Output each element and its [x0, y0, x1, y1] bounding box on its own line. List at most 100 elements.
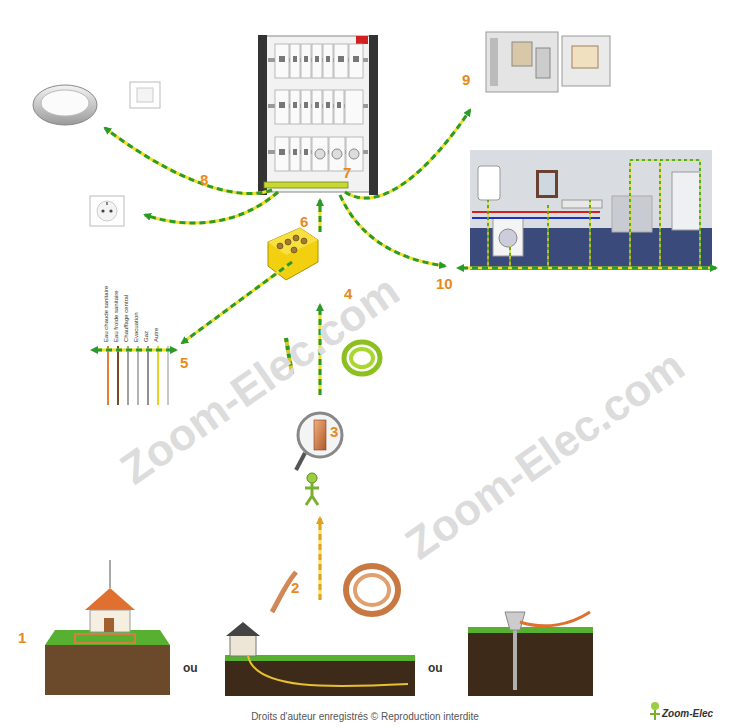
electrical-panel — [293, 56, 297, 62]
earth-terminal — [277, 235, 307, 253]
alternative-word: ou — [428, 662, 443, 675]
logo-figure — [650, 702, 660, 720]
bathroom-scene — [539, 173, 555, 195]
pipe-wires — [167, 346, 169, 405]
callout-number: 5 — [180, 355, 188, 372]
earth-routes — [96, 110, 716, 600]
bonding-boxes — [490, 38, 498, 86]
earth-routes — [182, 262, 292, 343]
electrical-panel — [290, 44, 300, 78]
callout-number: 9 — [462, 72, 470, 89]
pipe-label: Eau froide sanitaire — [113, 290, 120, 342]
inspection-magnifier — [298, 413, 342, 457]
bathroom-scene — [536, 170, 558, 198]
bathroom-scene — [470, 150, 712, 270]
electrical-panel — [349, 149, 359, 159]
earth-terminal — [285, 239, 291, 245]
callout-number: 2 — [291, 580, 299, 597]
earth-terminal — [301, 238, 307, 244]
bonding-boxes — [562, 36, 610, 86]
buried-conductor — [226, 622, 260, 636]
watermark: Zoom-Elec.com — [397, 341, 693, 569]
bathroom-scene — [488, 160, 700, 268]
electrical-panel — [312, 137, 328, 171]
buried-conductor — [248, 656, 408, 686]
electrical-panel — [304, 149, 308, 155]
electrical-panel — [332, 149, 342, 159]
earth-routes — [96, 349, 176, 352]
pipe-label: Chauffage central — [123, 295, 130, 342]
foundation-loop — [110, 560, 111, 588]
electrical-panel — [356, 36, 368, 44]
pipe-wires — [157, 346, 159, 405]
callout-number: 10 — [436, 276, 453, 293]
pipe-wires — [108, 346, 168, 405]
bonding-boxes — [486, 32, 558, 92]
electrical-panel — [258, 35, 267, 195]
electrical-panel — [279, 149, 285, 155]
callout-number: 6 — [300, 214, 308, 231]
earth-routes — [345, 110, 470, 198]
inspection-magnifier — [307, 473, 317, 483]
electrical-panel — [326, 102, 330, 108]
earth-terminal — [293, 235, 299, 241]
electrical-panel — [337, 102, 341, 108]
pipe-wires — [117, 346, 119, 405]
earth-routes — [96, 110, 716, 395]
electrical-panel — [312, 44, 322, 78]
callout-number: 3 — [330, 424, 338, 441]
electrical-panel — [334, 44, 348, 78]
electrical-panel — [275, 44, 363, 171]
earth-routes — [145, 192, 278, 223]
pipe-wires — [147, 346, 149, 405]
earth-rod — [468, 627, 593, 633]
power-socket — [90, 196, 124, 226]
electrical-panel — [353, 56, 359, 62]
alternative-word: ou — [183, 662, 198, 675]
pipe-wires — [137, 346, 139, 405]
foundation-loop — [104, 618, 114, 632]
bathroom-scene — [472, 211, 600, 213]
earth-terminal — [291, 247, 297, 253]
electrical-panel — [293, 102, 297, 108]
electrical-panel — [323, 90, 333, 124]
electrical-panel — [315, 56, 319, 62]
copyright-footer: Droits d'auteur enregistrés © Reproducti… — [251, 711, 479, 722]
electrical-panel — [326, 56, 330, 62]
callout-number: 1 — [18, 630, 26, 647]
electrical-panel — [279, 56, 359, 155]
electrical-panel — [301, 90, 311, 124]
callout-number: 7 — [343, 165, 351, 182]
light-switch — [130, 82, 160, 108]
ceiling-lamp — [33, 85, 97, 125]
electrical-panel — [334, 90, 344, 124]
bathroom-scene — [488, 160, 700, 268]
ceiling-lamp — [41, 90, 89, 116]
logo-text: Zoom-Elec — [662, 708, 713, 719]
electrical-panel — [312, 90, 322, 124]
electrical-panel — [290, 90, 300, 124]
power-socket — [90, 196, 124, 226]
bathroom-scene — [499, 229, 517, 247]
electrical-panel — [338, 56, 344, 62]
electrical-panel — [279, 56, 285, 62]
bathroom-scene — [562, 200, 602, 208]
bathroom-scene — [612, 196, 652, 232]
earth-routes — [345, 110, 470, 198]
bathroom-scene — [488, 160, 700, 268]
inspection-magnifier — [314, 420, 326, 450]
earth-rod — [468, 612, 593, 696]
foundation-loop — [45, 645, 170, 695]
bathroom-scene — [470, 150, 712, 270]
electrical-panel — [369, 35, 378, 195]
earth-routes — [105, 128, 272, 194]
earth-rod — [468, 632, 593, 696]
pipe-label: Eau chaude sanitaire — [103, 286, 110, 342]
bathroom-scene — [493, 218, 523, 256]
buried-conductor — [230, 634, 256, 656]
earth-wire-samples — [351, 349, 373, 367]
earth-rod — [505, 612, 525, 630]
earth-terminal — [268, 228, 318, 280]
earth-routes — [96, 349, 176, 352]
